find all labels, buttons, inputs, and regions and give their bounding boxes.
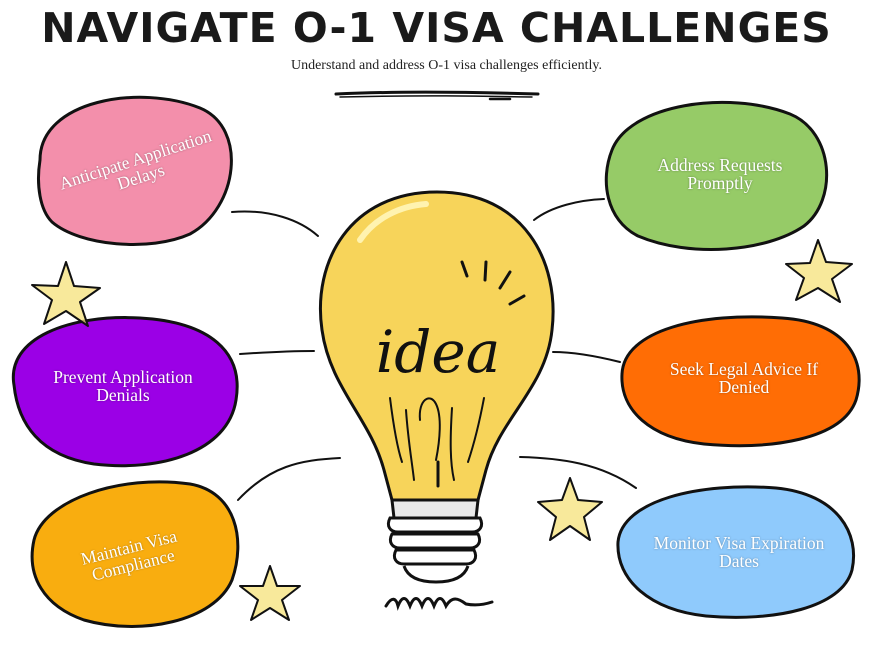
node-blob-1-fill (11, 316, 239, 468)
light-bulb-icon: idea (319, 190, 555, 584)
node-blob-0-fill (37, 95, 233, 246)
node-label-monitor-dates: Monitor Visa Expiration Dates (653, 533, 825, 571)
node-label-address-requests: Address Requests Promptly (657, 155, 783, 193)
bulb-base-ring-2 (388, 532, 482, 550)
node-blob-monitor-dates (616, 485, 856, 619)
bulb-base-tip (402, 565, 470, 584)
title-underline (334, 90, 540, 101)
node-blob-anticipate-delays (37, 95, 233, 246)
star-doodle-icon (537, 477, 603, 541)
bulb-base-cap (390, 498, 480, 520)
node-blob-address-requests (604, 100, 829, 251)
star-doodle-icon (31, 261, 101, 327)
node-blob-5-fill (616, 485, 856, 619)
bulb-base-ring-1 (386, 516, 484, 534)
node-blob-seek-legal (620, 315, 861, 448)
node-blob-4-fill (620, 315, 861, 448)
bulb-highlight (357, 201, 429, 243)
bulb-scribble (384, 597, 494, 611)
node-blob-prevent-denials (11, 316, 239, 468)
bulb-word: idea (376, 318, 501, 386)
connector-lines (231, 198, 637, 501)
node-label-prevent-denials: Prevent Application Denials (53, 367, 193, 405)
page-title: NAVIGATE O-1 VISA CHALLENGES (41, 4, 832, 52)
bulb-filament (389, 397, 485, 488)
bulb-rays (460, 260, 526, 306)
node-label-seek-legal: Seek Legal Advice If Denied (669, 359, 819, 397)
page-subtitle: Understand and address O-1 visa challeng… (290, 58, 602, 73)
node-blob-3-fill (604, 100, 829, 251)
node-blob-2-fill (30, 480, 240, 628)
node-blob-maintain-compliance (30, 480, 240, 628)
star-doodle-icon (785, 239, 853, 303)
star-doodle-icon (239, 565, 301, 621)
bulb-base-ring-3 (392, 548, 478, 566)
